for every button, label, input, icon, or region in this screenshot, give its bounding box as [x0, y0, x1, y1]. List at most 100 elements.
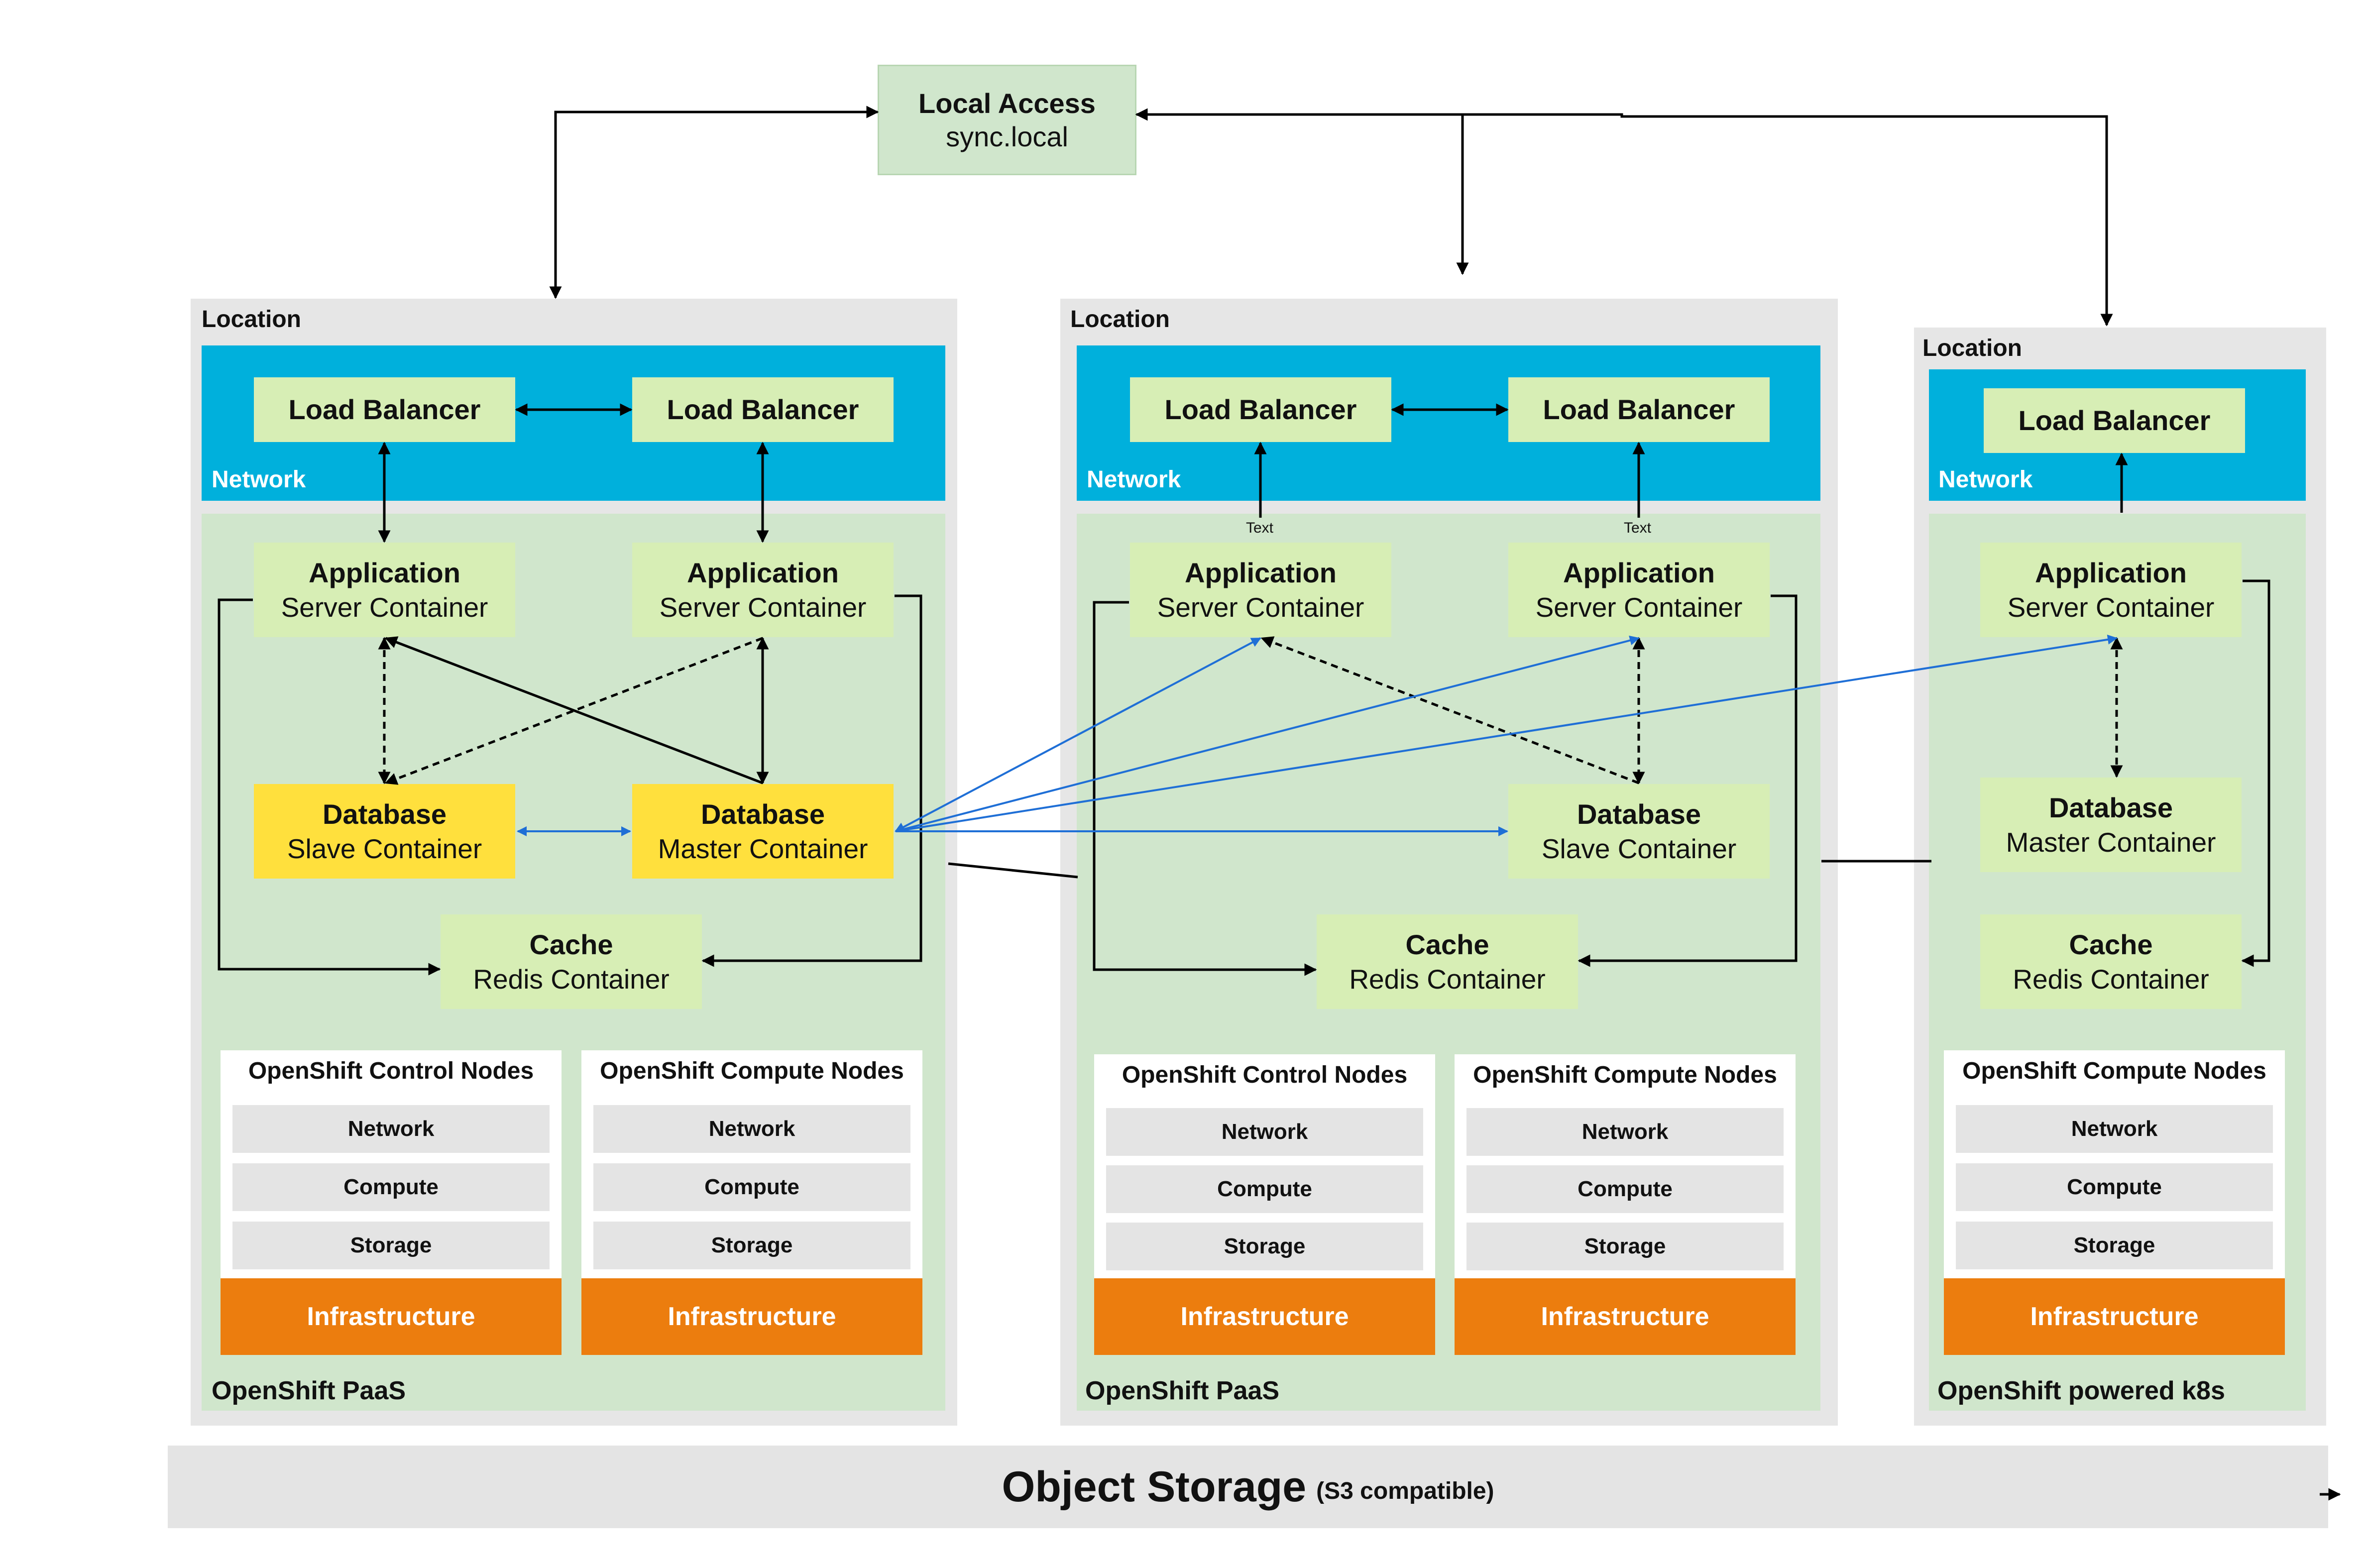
node-group-title: OpenShift Control Nodes: [1122, 1062, 1408, 1088]
app4-cache-link: [1578, 594, 1798, 967]
database-subtitle: Master Container: [2006, 826, 2216, 858]
location-3-database-master: Database Master Container: [1980, 778, 2242, 872]
location-1-database-master: Database Master Container: [632, 784, 894, 879]
database-subtitle: Slave Container: [287, 833, 482, 864]
infrastructure-bar: Infrastructure: [1455, 1278, 1796, 1355]
access-link-location-1: [549, 106, 879, 299]
location-1-2-connector: [948, 862, 1078, 879]
location-3-label: Location: [1922, 335, 2022, 361]
node-storage: Storage: [1466, 1223, 1784, 1270]
location-2-cache: Cache Redis Container: [1317, 914, 1578, 1009]
replication-app-4: [895, 635, 1640, 832]
app-container-subtitle: Server Container: [1157, 591, 1364, 623]
location-1-label: Location: [202, 306, 301, 333]
text-label-1: Text: [1246, 520, 1274, 536]
local-access-title: Local Access: [918, 87, 1096, 119]
node-compute: Compute: [593, 1163, 910, 1211]
database-title: Database: [700, 798, 825, 830]
app1-cache-link: [218, 598, 441, 976]
replication-app-3: [895, 637, 1261, 832]
location-2-app-container-2: Application Server Container: [1508, 543, 1770, 637]
location-1-app-container-1: Application Server Container: [254, 543, 515, 637]
node-group-title: OpenShift Compute Nodes: [1962, 1058, 2266, 1084]
database-title: Database: [322, 798, 447, 830]
location-1-load-balancer-1: Load Balancer: [254, 377, 515, 442]
location-1-compute-nodes: OpenShift Compute Nodes Network Compute …: [581, 1050, 922, 1355]
app-container-title: Application: [2035, 557, 2187, 588]
infrastructure-bar: Infrastructure: [1094, 1278, 1435, 1355]
location-2-app-container-1: Application Server Container: [1130, 543, 1391, 637]
app-container-title: Application: [687, 557, 839, 588]
database-title: Database: [2048, 791, 2173, 823]
local-access-subtitle: sync.local: [946, 121, 1068, 152]
location-2-database-slave: Database Slave Container: [1508, 784, 1770, 879]
location-1-app-container-2: Application Server Container: [632, 543, 894, 637]
node-network: Network: [1106, 1108, 1423, 1156]
node-storage: Storage: [232, 1222, 550, 1269]
node-compute: Compute: [1466, 1165, 1784, 1213]
location-3-network-label: Network: [1938, 466, 2033, 493]
node-group-title: OpenShift Compute Nodes: [1473, 1062, 1777, 1088]
location-1-control-nodes: OpenShift Control Nodes Network Compute …: [221, 1050, 562, 1355]
app-container-subtitle: Server Container: [1535, 591, 1743, 623]
app-container-subtitle: Server Container: [281, 591, 488, 623]
location-3-app-container: Application Server Container: [1980, 543, 2242, 637]
app5-cache-link: [2241, 579, 2270, 967]
cache-title: Cache: [529, 928, 613, 960]
location-2-control-nodes: OpenShift Control Nodes Network Compute …: [1094, 1054, 1435, 1355]
text-label-2: Text: [1624, 520, 1652, 536]
node-network: Network: [1466, 1108, 1784, 1156]
node-compute: Compute: [1956, 1163, 2273, 1211]
database-subtitle: Master Container: [658, 833, 868, 864]
app-container-subtitle: Server Container: [659, 591, 867, 623]
location-1-paas-label: OpenShift PaaS: [212, 1376, 406, 1405]
location-3-compute-nodes: OpenShift Compute Nodes Network Compute …: [1944, 1050, 2285, 1355]
object-storage-bar: Object Storage (S3 compatible): [168, 1446, 2328, 1528]
node-network: Network: [232, 1105, 550, 1153]
app-container-title: Application: [1185, 557, 1337, 588]
app2-cache-link: [701, 594, 922, 967]
location-1-network-label: Network: [212, 466, 306, 493]
node-compute: Compute: [232, 1163, 550, 1211]
app3-cache-link: [1093, 601, 1317, 976]
node-storage: Storage: [1106, 1223, 1423, 1270]
node-network: Network: [1956, 1105, 2273, 1153]
location-1-cache: Cache Redis Container: [441, 914, 702, 1009]
object-storage-title: Object Storage: [1002, 1462, 1307, 1511]
cache-title: Cache: [1405, 928, 1489, 960]
replication-app-5: [895, 634, 2118, 832]
access-link-trunk: [1135, 108, 2113, 327]
local-access-box: Local Access sync.local: [878, 65, 1136, 175]
location-2-compute-nodes: OpenShift Compute Nodes Network Compute …: [1455, 1054, 1796, 1355]
cache-title: Cache: [2069, 928, 2153, 960]
location-1-load-balancer-2: Load Balancer: [632, 377, 894, 442]
location-2-network-label: Network: [1087, 466, 1181, 493]
infrastructure-bar: Infrastructure: [1944, 1278, 2285, 1355]
node-group-title: OpenShift Compute Nodes: [600, 1058, 904, 1084]
app-container-title: Application: [309, 557, 460, 588]
app1-db-master-line: [384, 636, 763, 784]
location-2-load-balancer-1: Load Balancer: [1130, 377, 1391, 442]
database-subtitle: Slave Container: [1541, 833, 1737, 864]
database-title: Database: [1577, 798, 1701, 830]
node-network: Network: [593, 1105, 910, 1153]
infrastructure-bar: Infrastructure: [221, 1278, 562, 1355]
infrastructure-bar: Infrastructure: [581, 1278, 922, 1355]
cache-subtitle: Redis Container: [473, 963, 670, 995]
db-slave-app-dashed-1: [1260, 636, 1639, 784]
cache-subtitle: Redis Container: [1349, 963, 1546, 995]
object-storage-subtitle: (S3 compatible): [1316, 1477, 1494, 1504]
node-compute: Compute: [1106, 1165, 1423, 1213]
location-3-cache: Cache Redis Container: [1980, 914, 2242, 1009]
location-3-paas-label: OpenShift powered k8s: [1937, 1376, 2225, 1405]
node-storage: Storage: [1956, 1222, 2273, 1269]
cache-subtitle: Redis Container: [2013, 963, 2209, 995]
location-2-load-balancer-2: Load Balancer: [1508, 377, 1770, 442]
app-container-title: Application: [1563, 557, 1715, 588]
node-group-title: OpenShift Control Nodes: [248, 1058, 534, 1084]
location-1-database-slave: Database Slave Container: [254, 784, 515, 879]
location-3-load-balancer: Load Balancer: [1984, 388, 2245, 453]
location-2-paas-label: OpenShift PaaS: [1085, 1376, 1280, 1405]
